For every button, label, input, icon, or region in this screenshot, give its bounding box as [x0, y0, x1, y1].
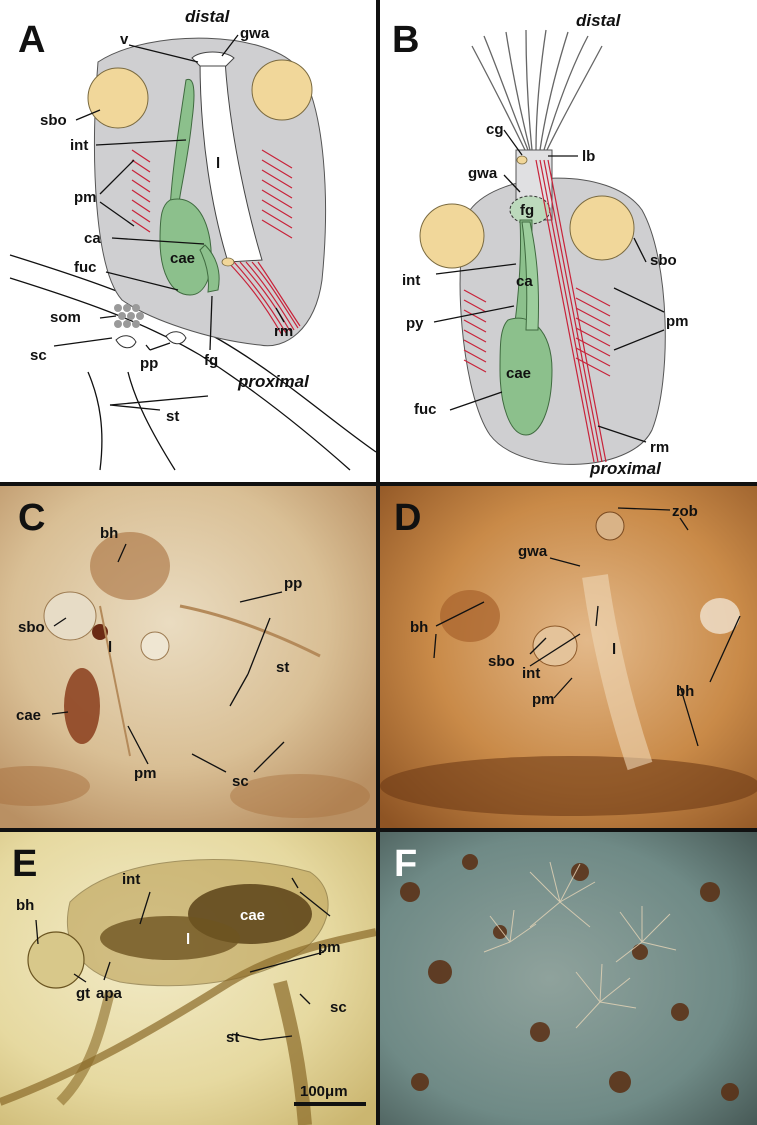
label-gt: gt — [76, 985, 90, 1002]
label-l: l — [108, 639, 112, 656]
panel-letter-b: B — [392, 19, 419, 61]
label-int: int — [522, 665, 540, 682]
label-pm-top: pm — [318, 939, 341, 956]
label-st: st — [276, 659, 289, 676]
pore-plate — [166, 332, 186, 344]
label-sc: sc — [30, 347, 47, 364]
panel-e: E int cae pm bh l gt apa sc st 100μm — [0, 832, 376, 1125]
statocyst — [420, 204, 484, 268]
panel-a: A distal proximal v gwa sbo int l pm ca … — [0, 0, 376, 482]
gut-wall-apex — [192, 52, 234, 66]
label-rm: rm — [650, 439, 669, 456]
label-pm: pm — [532, 691, 555, 708]
label-cg: cg — [486, 121, 504, 138]
sperm-cluster — [114, 304, 144, 328]
label-sbo: sbo — [40, 112, 67, 129]
orientation-distal: distal — [185, 7, 231, 26]
label-pm: pm — [134, 765, 157, 782]
label-l: l — [216, 155, 220, 172]
panel-f: F — [380, 832, 757, 1125]
label-bh-right: bh — [676, 683, 694, 700]
statocyst — [570, 196, 634, 260]
label-som: som — [50, 309, 81, 326]
tissue-blob — [90, 532, 170, 600]
panel-letter-a: A — [18, 19, 45, 61]
label-fuc: fuc — [414, 401, 437, 418]
label-pp: pp — [284, 575, 302, 592]
label-bh: bh — [16, 897, 34, 914]
label-l: l — [612, 641, 616, 658]
label-int: int — [70, 137, 88, 154]
tissue-blob — [141, 632, 169, 660]
orientation-proximal: proximal — [237, 372, 310, 391]
label-fg: fg — [520, 202, 534, 219]
statocyst — [88, 68, 148, 128]
label-bh-left: bh — [410, 619, 428, 636]
panel-c: C bh pp sbo l st cae pm sc — [0, 486, 376, 828]
panel-letter-c: C — [18, 497, 45, 539]
label-ca: ca — [516, 273, 533, 290]
lophophore — [100, 916, 240, 960]
label-gwa: gwa — [468, 165, 498, 182]
tissue-blob — [64, 668, 100, 744]
label-fuc: fuc — [74, 259, 97, 276]
zooid-body — [460, 178, 665, 464]
small-statolith — [222, 258, 234, 266]
label-sbo: sbo — [650, 252, 677, 269]
label-cae: cae — [506, 365, 531, 382]
tissue-blob — [230, 774, 370, 818]
panel-letter-e: E — [12, 843, 37, 885]
tissue-blob — [440, 590, 500, 642]
orientation-distal: distal — [576, 11, 622, 30]
label-cae: cae — [16, 707, 41, 724]
label-fg: fg — [204, 352, 218, 369]
label-zob: zob — [672, 503, 698, 520]
label-apa: apa — [96, 985, 123, 1002]
label-rm: rm — [274, 323, 293, 340]
label-pm: pm — [666, 313, 689, 330]
tissue-blob — [596, 512, 624, 540]
label-int: int — [122, 871, 140, 888]
panel-letter-f: F — [394, 843, 417, 885]
label-pp: pp — [140, 355, 158, 372]
label-py: py — [406, 315, 424, 332]
label-st: st — [226, 1029, 239, 1046]
label-lb: lb — [582, 148, 595, 165]
label-gwa: gwa — [240, 25, 270, 42]
pore-plate — [116, 336, 136, 348]
scale-bar-label: 100μm — [300, 1083, 348, 1100]
label-v: v — [120, 31, 129, 48]
brown-body — [28, 932, 84, 988]
label-cae: cae — [170, 250, 195, 267]
statocyst — [252, 60, 312, 120]
panel-b: B distal proximal cg lb gwa fg sbo int c… — [380, 0, 757, 482]
label-sc: sc — [330, 999, 347, 1016]
tissue-blob — [44, 592, 96, 640]
tissue-blob — [380, 756, 757, 816]
label-bh: bh — [100, 525, 118, 542]
label-sbo: sbo — [18, 619, 45, 636]
label-st: st — [166, 408, 179, 425]
panel-letter-d: D — [394, 497, 421, 539]
label-l: l — [186, 931, 190, 948]
label-gwa: gwa — [518, 543, 548, 560]
label-pm: pm — [74, 189, 97, 206]
cerebral-ganglion — [517, 156, 527, 164]
label-int: int — [402, 272, 420, 289]
label-sbo: sbo — [488, 653, 515, 670]
label-sc: sc — [232, 773, 249, 790]
stolon-outline — [88, 372, 102, 470]
label-ca: ca — [84, 230, 101, 247]
panel-d: D zob gwa bh sbo int l bh pm — [380, 486, 757, 828]
scale-bar — [294, 1102, 366, 1106]
orientation-proximal: proximal — [589, 459, 662, 478]
label-cae: cae — [240, 907, 265, 924]
